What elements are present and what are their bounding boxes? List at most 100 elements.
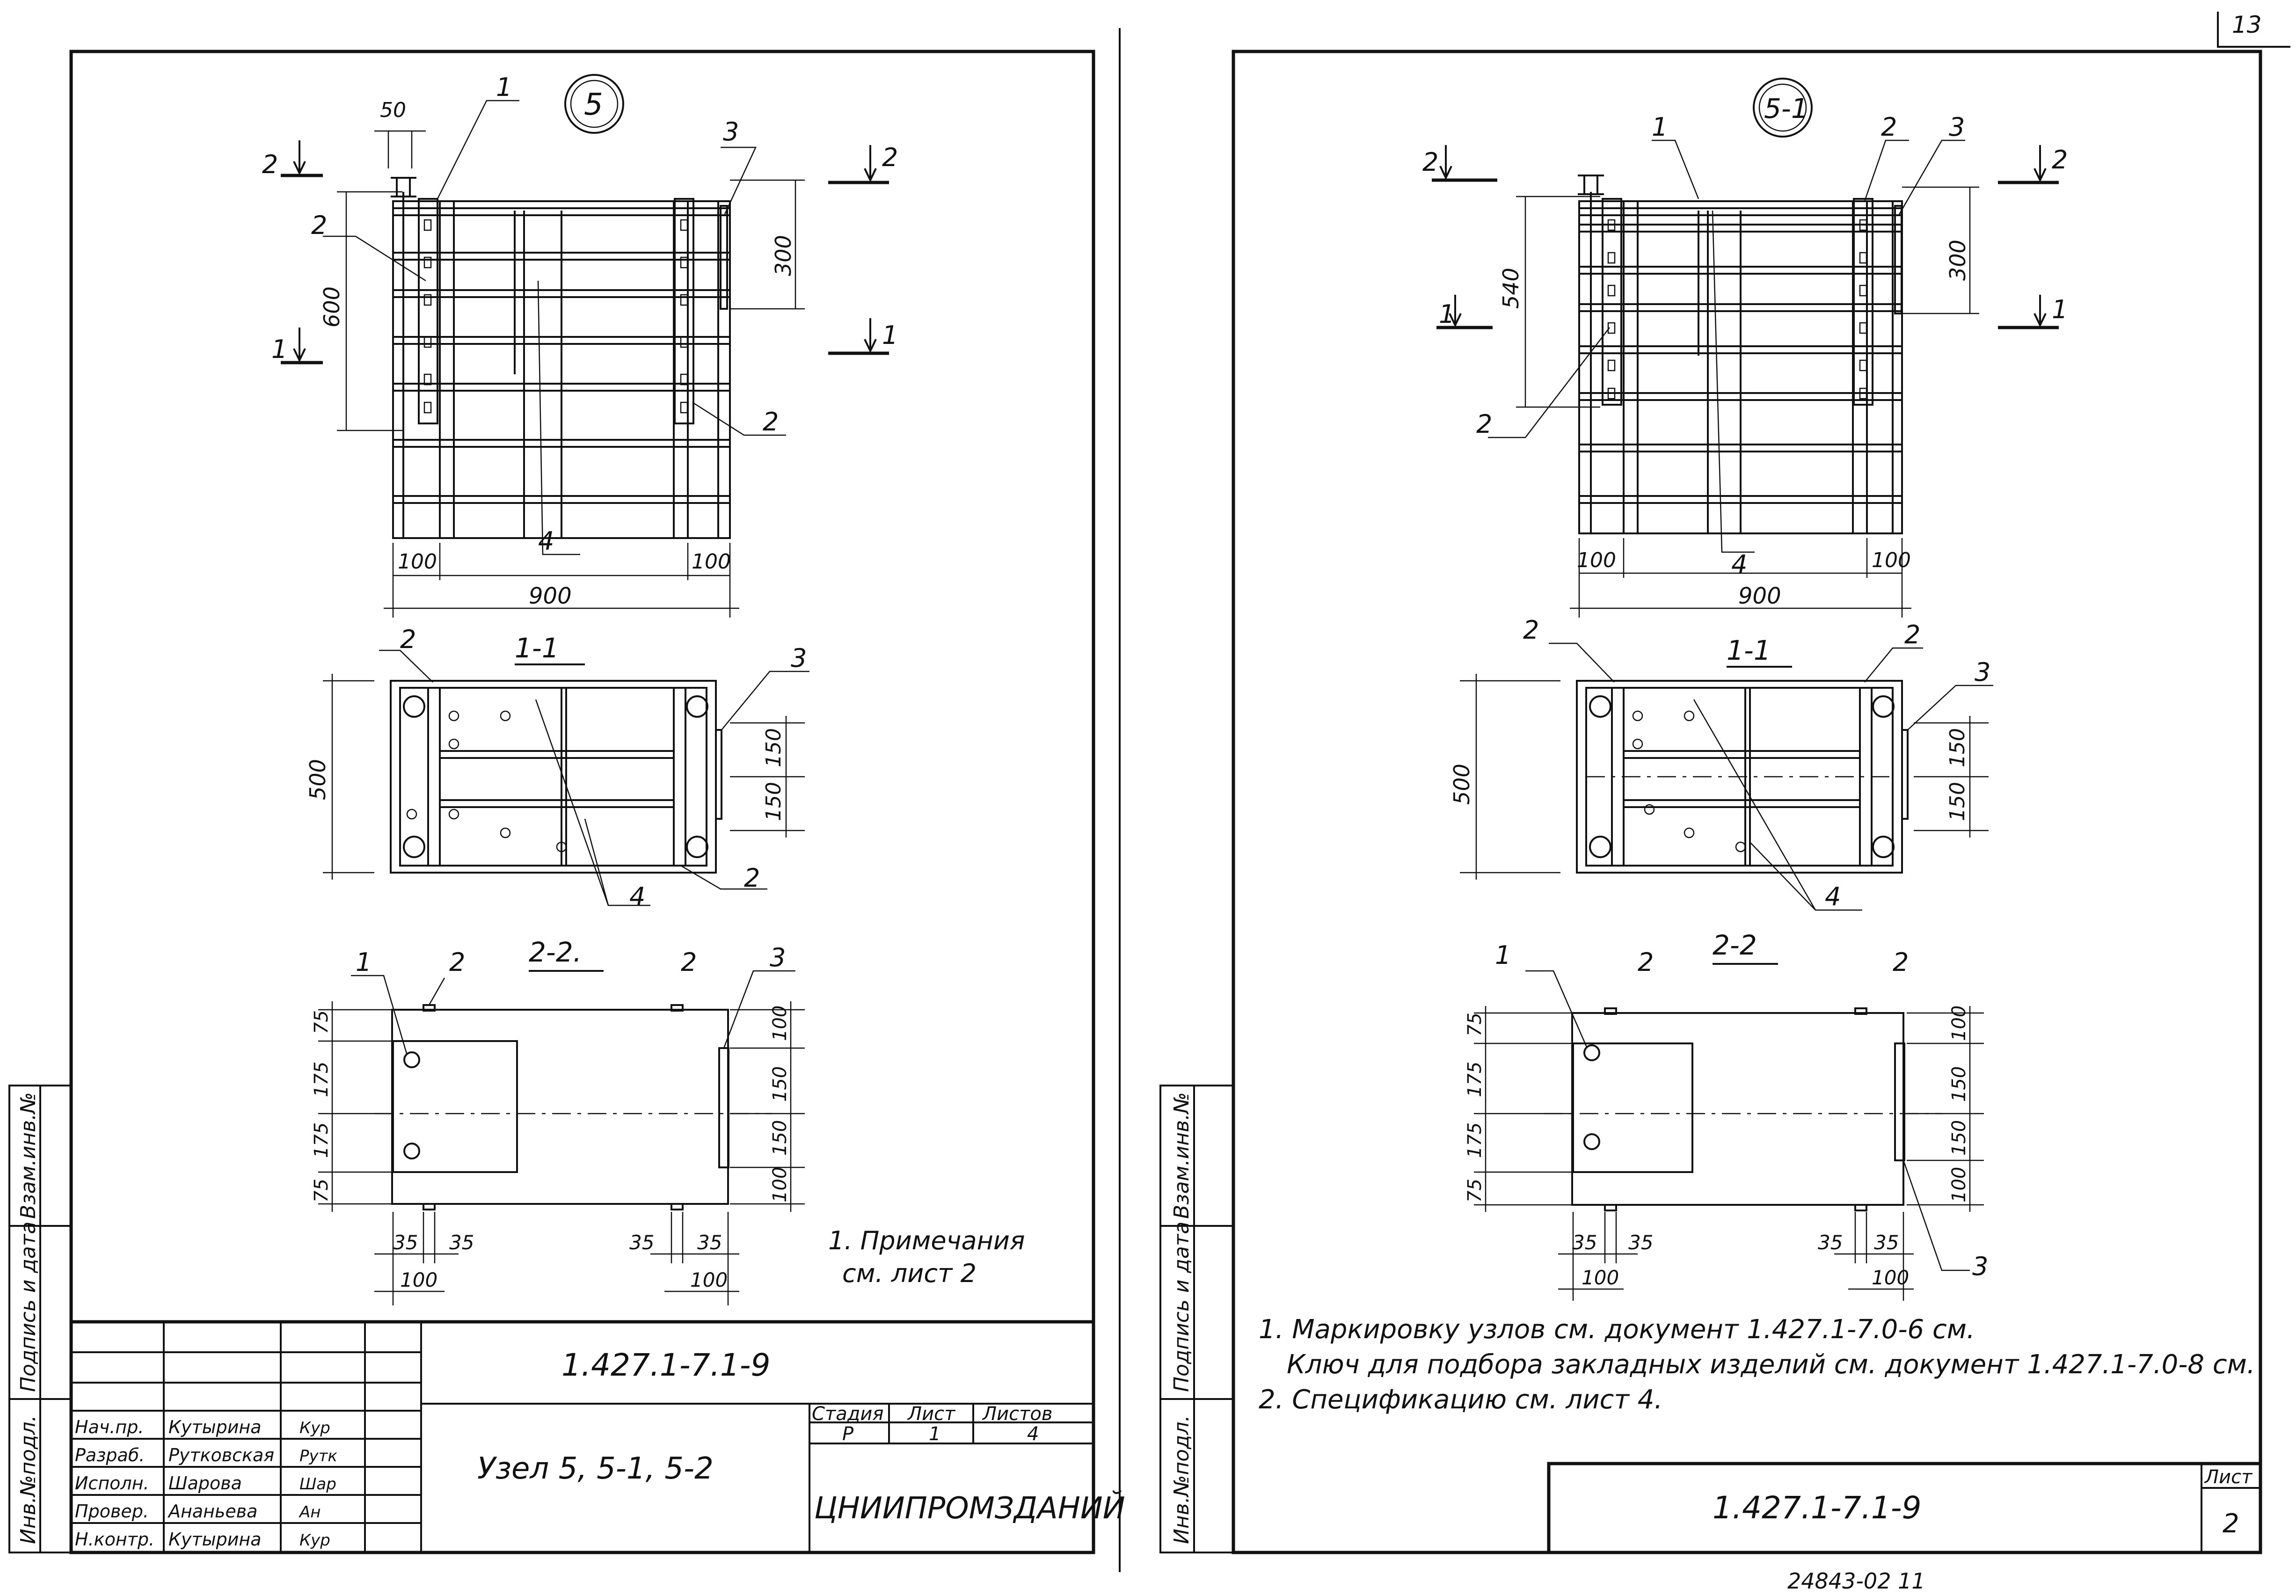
- right-notes: 1. Маркировку узлов см. документ 1.427.1…: [1259, 1314, 2255, 1415]
- role-5: Н.контр.: [75, 1529, 154, 1550]
- right-side-strip: Инв.№подл. Подпись и дата Взам.инв.№: [1159, 1085, 1234, 1553]
- dim-540: 540: [1498, 268, 1523, 309]
- designation: 1.427.1-7.1-9: [1713, 1490, 1922, 1526]
- right-front-view: 5-1: [1422, 78, 2068, 618]
- strip-label-replace: Взам.инв.№: [16, 1092, 40, 1219]
- strip-label-sign: Подпись и дата: [1170, 1222, 1194, 1392]
- dim-b35c: 35: [1818, 1231, 1843, 1254]
- dim-r100a: 100: [1948, 1006, 1970, 1041]
- dim-500: 500: [1449, 764, 1474, 805]
- part-label-3: 3: [1975, 657, 1990, 687]
- organization: ЦНИИПРОМЗДАНИЙ: [814, 1490, 1125, 1526]
- strip-label-replace: Взам.инв.№: [1170, 1092, 1194, 1219]
- part-label-2: 2: [311, 211, 327, 240]
- part-label-1: 1: [1495, 940, 1511, 970]
- dim-b35c: 35: [629, 1231, 654, 1254]
- role-2: Разраб.: [75, 1445, 145, 1465]
- sheet-header: Лист: [2204, 1466, 2253, 1488]
- note-1: 1. Маркировку узлов см. документ 1.427.1…: [1259, 1314, 1975, 1345]
- sheet-header: Лист: [907, 1403, 956, 1425]
- sheet-number-top: 13: [2232, 11, 2262, 38]
- part-label-2: 2: [1523, 615, 1539, 645]
- name-5: Кутырина: [168, 1529, 262, 1550]
- right-section-2-2: 2-2 75 175 175 75 100: [1464, 929, 1988, 1301]
- role-3: Исполн.: [75, 1473, 149, 1494]
- dim-150a: 150: [1946, 728, 1969, 767]
- section-arrow-1-right: 1: [2052, 295, 2068, 324]
- strip-label-sign: Подпись и дата: [16, 1222, 40, 1392]
- note-2: 2. Спецификацию см. лист 4.: [1259, 1385, 1662, 1415]
- section-2-2-label: 2-2: [1713, 929, 1757, 961]
- dim-b35d: 35: [1874, 1231, 1899, 1254]
- part-label-2b: 2: [1476, 409, 1492, 439]
- section-arrow-2-right: 2: [882, 143, 898, 172]
- dim-r100b: 100: [769, 1167, 791, 1202]
- dim-100-left: 100: [398, 550, 437, 574]
- stage-header: Стадия: [812, 1403, 883, 1425]
- node-mark: 5-1: [1764, 93, 1808, 124]
- dim-b100b: 100: [690, 1268, 728, 1291]
- sign-5: Кур: [299, 1531, 330, 1550]
- section-1-1-label: 1-1: [1727, 634, 1771, 666]
- part-label-2a: 2: [449, 947, 465, 977]
- part-label-3: 3: [723, 117, 739, 146]
- part-label-1: 1: [356, 947, 372, 977]
- role-1: Нач.пр.: [75, 1417, 144, 1437]
- dim-r150b: 150: [769, 1120, 791, 1156]
- dim-100-left: 100: [1577, 548, 1616, 572]
- dim-b35d: 35: [697, 1231, 722, 1254]
- dim-b35b: 35: [449, 1231, 474, 1254]
- left-title-block: 1.427.1-7.1-9 Узел 5, 5-1, 5-2 Стадия Ли…: [69, 1320, 1125, 1554]
- dim-175a: 175: [1464, 1062, 1486, 1097]
- section-arrow-2-left: 2: [1422, 147, 1438, 177]
- sheet-value: 2: [2223, 1509, 2239, 1539]
- dim-r150b: 150: [1948, 1120, 1970, 1156]
- part-label-3: 3: [770, 943, 786, 972]
- part-label-4: 4: [538, 526, 554, 556]
- dim-300: 300: [1945, 240, 1970, 281]
- left-section-2-2: 2-2. 75 175 175 75 10: [311, 936, 1025, 1305]
- part-label-4: 4: [629, 882, 645, 911]
- dim-300: 300: [771, 235, 796, 276]
- dim-900: 900: [529, 583, 572, 609]
- sheets-header: Листов: [982, 1403, 1052, 1425]
- dim-75b: 75: [311, 1179, 332, 1202]
- part-label-2b: 2: [1904, 620, 1920, 649]
- part-label-3: 3: [1972, 1252, 1988, 1281]
- dim-600: 600: [319, 286, 344, 328]
- part-label-3: 3: [791, 643, 807, 673]
- dim-b35a: 35: [393, 1231, 418, 1254]
- dim-b100a: 100: [1582, 1266, 1619, 1289]
- part-label-2b: 2: [1893, 947, 1909, 977]
- dim-100-right: 100: [1872, 548, 1911, 572]
- strip-label-inv: Инв.№подл.: [16, 1415, 40, 1544]
- dim-150b: 150: [762, 782, 786, 821]
- left-sheet-frame: [69, 50, 1095, 1554]
- section-2-2-label: 2-2.: [529, 936, 582, 968]
- stage-value: Р: [842, 1423, 854, 1445]
- dim-150a: 150: [762, 728, 786, 767]
- section-arrow-1-left: 1: [1439, 299, 1455, 329]
- dim-175b: 175: [1464, 1122, 1486, 1158]
- sheet-number-tab: [2217, 12, 2290, 48]
- left-side-strip: Инв.№подл. Подпись и дата Взам.инв.№: [8, 1085, 72, 1553]
- note-line-2: см. лист 2: [842, 1259, 977, 1288]
- dim-r150a: 150: [1948, 1066, 1970, 1102]
- dim-175a: 175: [311, 1062, 332, 1097]
- name-3: Шарова: [168, 1473, 242, 1494]
- dim-r150a: 150: [769, 1066, 791, 1102]
- dim-150b: 150: [1946, 782, 1969, 821]
- sheet-value: 1: [929, 1423, 940, 1445]
- right-title-block: 1.427.1-7.1-9 Лист 2: [1547, 1462, 2262, 1554]
- node-mark-circle: [564, 74, 624, 134]
- section-arrow-1-left: 1: [271, 335, 287, 364]
- part-label-2: 2: [1881, 112, 1897, 142]
- strip-label-inv: Инв.№подл.: [1170, 1415, 1194, 1544]
- dim-b100b: 100: [1872, 1266, 1909, 1289]
- dim-175b: 175: [311, 1122, 332, 1158]
- dim-b100a: 100: [400, 1268, 437, 1291]
- dim-75b: 75: [1464, 1179, 1486, 1202]
- designation: 1.427.1-7.1-9: [561, 1347, 771, 1383]
- dim-b35b: 35: [1628, 1231, 1653, 1254]
